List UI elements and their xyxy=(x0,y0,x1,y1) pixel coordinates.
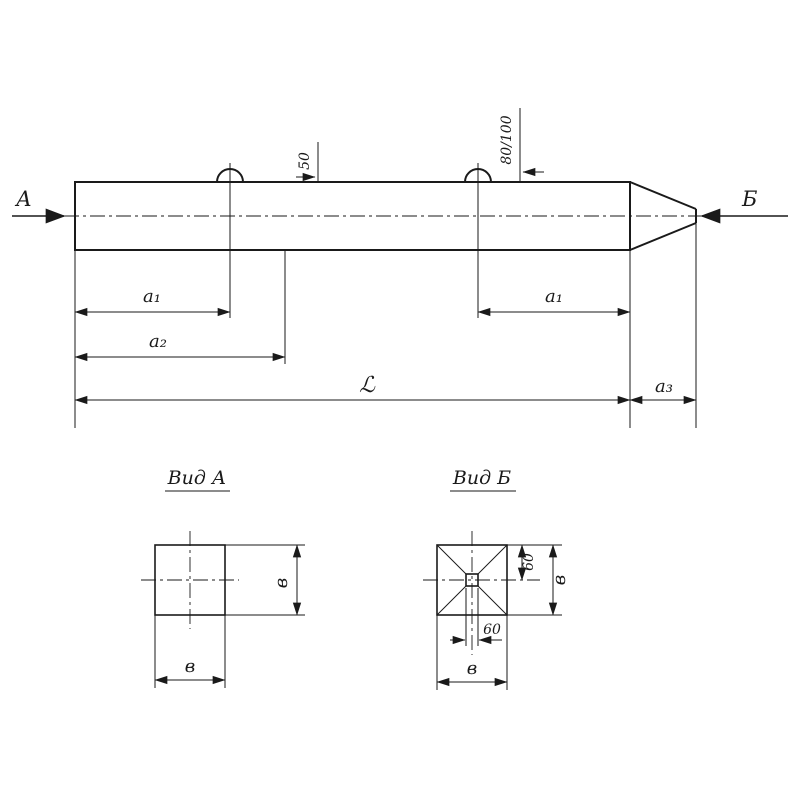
pile-tip xyxy=(629,181,697,251)
view-b-diagonal-bl xyxy=(436,585,467,616)
view-a-dim-bottom: в xyxy=(154,615,226,688)
dim-a1-left: а₁ xyxy=(74,286,231,317)
view-b-dim-60v-label: 60 xyxy=(521,553,537,571)
dim-80-100: 80/100 xyxy=(499,108,544,182)
view-b-title: Вид Б xyxy=(452,467,511,489)
view-direction-right: Б xyxy=(700,187,788,224)
view-b-dim-right-label: в xyxy=(549,575,570,585)
view-b: Вид Б 60 в xyxy=(423,467,570,690)
view-a-title: Вид А xyxy=(167,467,227,489)
main-view: А Б 50 80/100 а₁ xyxy=(12,108,788,428)
view-b-dim-right: в xyxy=(507,544,570,616)
dim-50-label: 50 xyxy=(297,152,313,170)
view-label-right: Б xyxy=(741,187,757,211)
dim-a1-right-label: а₁ xyxy=(545,286,563,307)
view-b-pyramid xyxy=(436,544,508,616)
view-b-dim-60h-label: 60 xyxy=(483,622,501,638)
pile-body xyxy=(74,181,631,251)
extension-lines xyxy=(74,223,697,428)
dim-a2-label: а₂ xyxy=(149,331,167,352)
view-b-dim-60-horizontal: 60 xyxy=(450,588,502,646)
dim-a2: а₂ xyxy=(74,331,286,362)
dim-80-100-label: 80/100 xyxy=(499,115,515,164)
view-b-diagonal-br xyxy=(477,585,508,616)
dim-length: ℒ xyxy=(74,373,631,405)
dim-a3-label: а₃ xyxy=(655,376,673,397)
dim-a1-right: а₁ xyxy=(477,286,631,317)
view-b-dim-bottom-label: в xyxy=(467,658,477,679)
dim-a3: а₃ xyxy=(629,376,697,405)
dim-50: 50 xyxy=(296,142,319,182)
pile-tip-top-edge xyxy=(629,181,697,210)
view-label-left: А xyxy=(14,187,32,211)
view-b-dim-bottom: в xyxy=(436,615,508,690)
pile-tip-bottom-edge xyxy=(629,222,697,251)
view-a: Вид А в в xyxy=(141,467,305,688)
view-b-dim-60-vertical: 60 xyxy=(517,544,537,581)
dim-a1-left-label: а₁ xyxy=(143,286,161,307)
view-a-dim-right-label: в xyxy=(271,578,292,588)
view-a-dim-bottom-label: в xyxy=(185,656,195,677)
view-b-diagonal-tr xyxy=(477,544,508,575)
dim-length-label: ℒ xyxy=(359,373,376,398)
view-b-diagonal-tl xyxy=(436,544,467,575)
view-a-dim-right: в xyxy=(225,544,305,616)
view-direction-left: А xyxy=(12,187,66,224)
